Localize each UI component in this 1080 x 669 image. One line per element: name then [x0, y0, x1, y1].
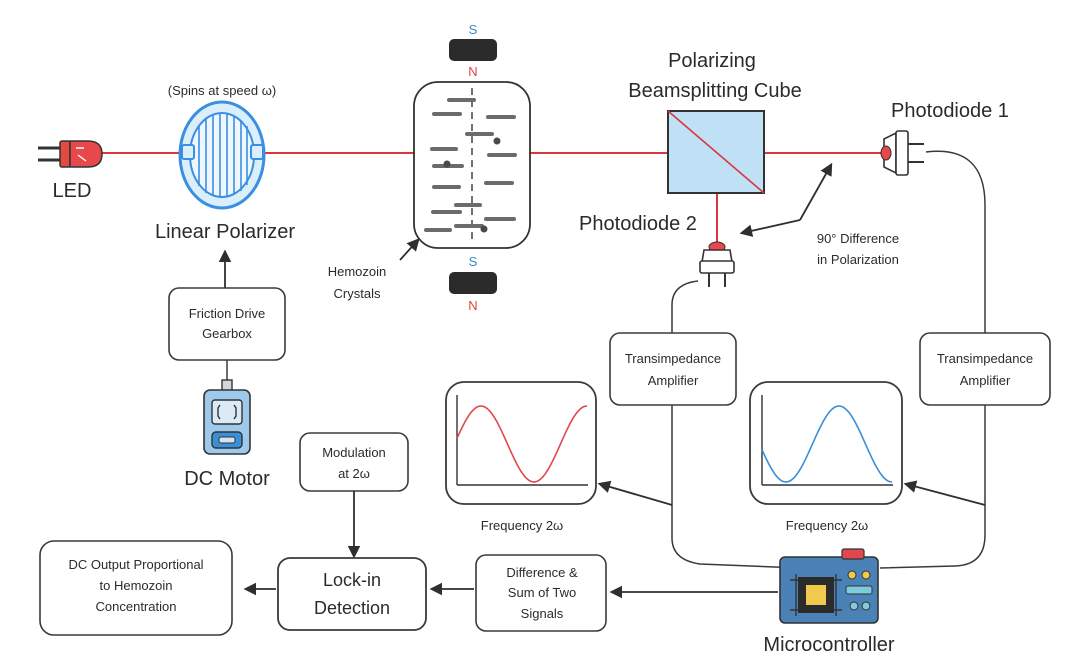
- diffsum-line3: Signals: [521, 606, 564, 621]
- photodiode1-label: Photodiode 1: [891, 100, 1009, 122]
- photodiode2-label: Photodiode 2: [579, 213, 697, 235]
- magnet-bottom-s: S: [469, 254, 478, 269]
- tia-left-box: Transimpedance Amplifier: [609, 332, 737, 406]
- pbs-line2: Beamsplitting Cube: [628, 80, 801, 102]
- dcout-line1: DC Output Proportional: [68, 557, 203, 572]
- dc-output-box: DC Output Proportional to Hemozoin Conce…: [39, 540, 233, 636]
- wire-left-signal: [671, 405, 801, 569]
- tia-left-line2: Amplifier: [648, 373, 699, 388]
- magnet-icon-bottom: [449, 272, 497, 294]
- magnet-top-n: N: [468, 64, 477, 79]
- dc-motor-label: DC Motor: [184, 468, 270, 490]
- sample-chamber-icon: [413, 81, 531, 249]
- magnet-top-s: S: [469, 22, 478, 37]
- wire-pd1-to-tia: [925, 150, 986, 333]
- hemozoin-line1: Hemozoin: [328, 264, 387, 279]
- lockin-line2: Detection: [314, 598, 390, 618]
- magnet-bottom-n: N: [468, 298, 477, 313]
- beamsplitter-icon: [667, 110, 765, 194]
- led-icon: [38, 140, 103, 168]
- diffsum-line1: Difference &: [506, 565, 578, 580]
- polarizer-icon: [178, 100, 266, 210]
- hemozoin-line2: Crystals: [334, 286, 381, 301]
- photodiode-icon-2: [699, 241, 735, 287]
- arrow-to-photodiode1: [799, 162, 833, 221]
- magnet-icon-top: [449, 39, 497, 61]
- lockin-box: Lock-in Detection: [277, 557, 427, 631]
- scope-left: [445, 381, 597, 505]
- photodiode-icon-1: [880, 130, 924, 176]
- dcout-line2: to Hemozoin: [100, 578, 173, 593]
- lockin-line1: Lock-in: [323, 570, 381, 590]
- friction-gearbox-box: Friction Drive Gearbox: [168, 287, 286, 361]
- freq-left-label: Frequency 2ω: [481, 518, 563, 533]
- arrow-hemozoin: [399, 238, 420, 261]
- arrow-to-scope-right: [903, 480, 986, 506]
- friction-line1: Friction Drive: [189, 306, 266, 321]
- modulation-line2: at 2ω: [338, 466, 370, 481]
- tia-right-line2: Amplifier: [960, 373, 1011, 388]
- wire-right-signal: [879, 405, 986, 569]
- tia-left-line1: Transimpedance: [625, 351, 721, 366]
- scope-right: [749, 381, 903, 505]
- dc-motor-icon: [203, 379, 251, 455]
- diff90-line1: 90° Difference: [817, 231, 899, 246]
- microcontroller-label: Microcontroller: [763, 634, 894, 656]
- friction-line2: Gearbox: [202, 326, 252, 341]
- linear-polarizer-label: Linear Polarizer: [155, 221, 295, 243]
- wave-red: [456, 405, 588, 483]
- wire-pd2-to-tia: [671, 280, 699, 333]
- pbs-line1: Polarizing: [668, 50, 756, 72]
- freq-right-label: Frequency 2ω: [786, 518, 868, 533]
- led-label: LED: [53, 180, 92, 202]
- diffsum-line2: Sum of Two: [508, 585, 576, 600]
- tia-right-line1: Transimpedance: [937, 351, 1033, 366]
- microcontroller-icon: [779, 548, 879, 624]
- arrow-to-scope-left: [597, 480, 673, 506]
- modulation-box: Modulation at 2ω: [299, 432, 409, 492]
- tia-right-box: Transimpedance Amplifier: [919, 332, 1051, 406]
- diffsum-box: Difference & Sum of Two Signals: [475, 554, 607, 632]
- dcout-line3: Concentration: [96, 599, 177, 614]
- diff90-line2: in Polarization: [817, 252, 899, 267]
- modulation-line1: Modulation: [322, 445, 386, 460]
- arrow-to-photodiode2: [739, 219, 801, 237]
- spins-label: (Spins at speed ω): [168, 83, 276, 98]
- wave-blue: [761, 405, 893, 483]
